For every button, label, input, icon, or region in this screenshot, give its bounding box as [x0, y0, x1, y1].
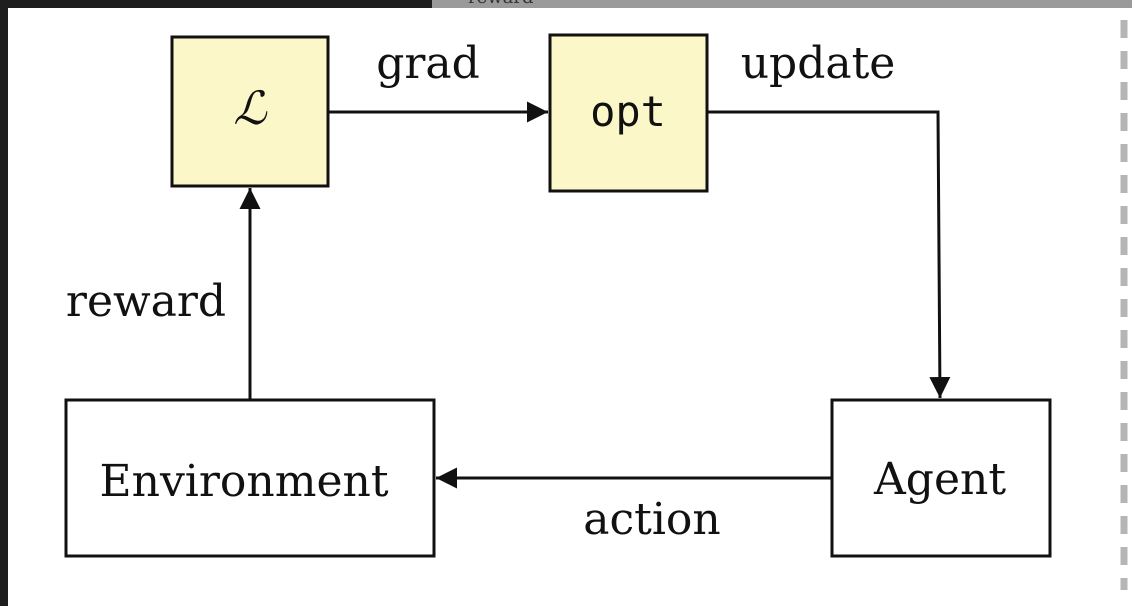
node-agent-label: Agent: [873, 454, 1006, 505]
edge-label-grad: grad: [376, 38, 480, 89]
node-loss: [170, 35, 330, 188]
edge-label-action: action: [583, 494, 720, 545]
node-opt-label: opt: [590, 87, 666, 136]
background-fragment-text: reward: [468, 0, 534, 8]
edge-label-reward: reward: [66, 276, 226, 327]
background-window-strip: reward: [432, 0, 1132, 8]
node-environment-label: Environment: [99, 456, 388, 507]
node-loss-label: ℒ: [233, 81, 267, 135]
edge-update: [706, 110, 951, 399]
node-environment: [64, 398, 436, 558]
node-opt: [548, 33, 709, 193]
node-agent: [830, 398, 1052, 558]
edge-label-update: update: [741, 38, 896, 89]
